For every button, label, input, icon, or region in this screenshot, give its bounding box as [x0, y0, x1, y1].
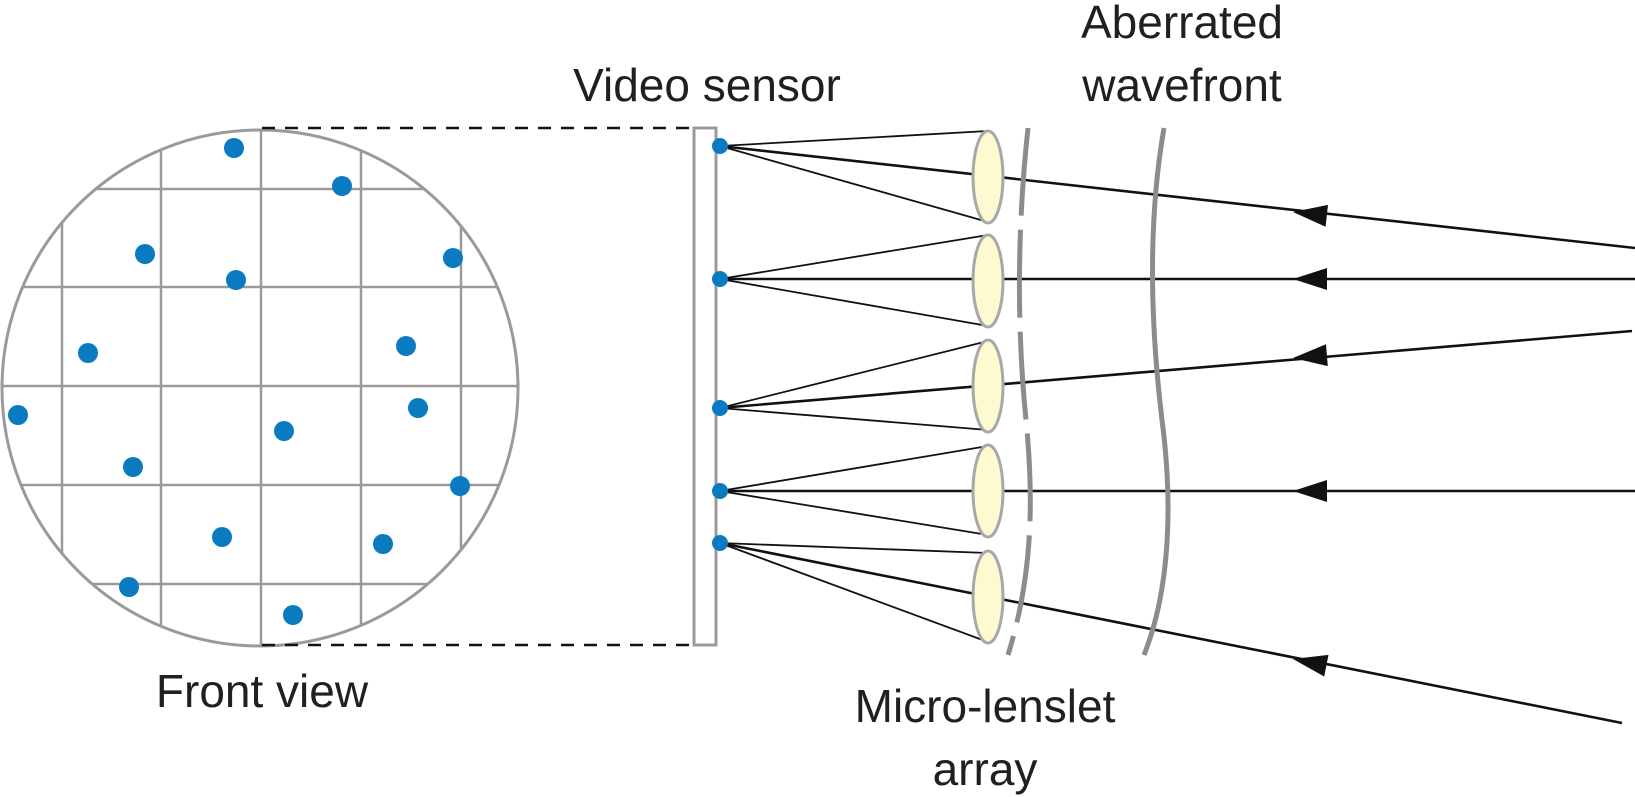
- front-view-spots: [8, 138, 470, 625]
- spot: [450, 476, 470, 496]
- spot: [135, 244, 155, 264]
- sensor-spot: [712, 483, 728, 499]
- sensor-spot: [712, 138, 728, 154]
- spot: [373, 534, 393, 554]
- spot: [212, 527, 232, 547]
- lenslet: [971, 129, 1005, 225]
- lenslet: [971, 549, 1005, 645]
- lenslet: [971, 338, 1005, 434]
- aberrated-wavefront-label-line1: Aberrated: [1081, 0, 1283, 48]
- video-sensor-label: Video sensor: [573, 59, 841, 111]
- spot: [283, 605, 303, 625]
- projection-lines: [262, 126, 693, 647]
- aberrated-wavefront-near: [1005, 127, 1033, 656]
- spot: [226, 270, 246, 290]
- focus-cones: [719, 130, 989, 643]
- ray-arrowheads: [1293, 204, 1329, 677]
- micro-lenslet-label-line1: Micro-lenslet: [855, 680, 1116, 732]
- spot: [78, 343, 98, 363]
- micro-lenslet-label-line2: array: [933, 743, 1038, 795]
- spot: [123, 457, 143, 477]
- sensor-spot: [712, 271, 728, 287]
- spot: [119, 577, 139, 597]
- spot: [408, 398, 428, 418]
- spot: [224, 138, 244, 158]
- spot: [443, 248, 463, 268]
- sensor-spot: [712, 535, 728, 551]
- aberrated-wavefront-far: [1141, 127, 1171, 656]
- sensor-spot: [712, 400, 728, 416]
- spot: [332, 176, 352, 196]
- incoming-rays: [719, 144, 1635, 725]
- micro-lenslet-array: [971, 129, 1005, 645]
- aberrated-wavefront-label-line2: wavefront: [1081, 59, 1282, 111]
- lenslet: [971, 233, 1005, 329]
- lenslet: [971, 443, 1005, 539]
- video-sensor-plate: [692, 126, 718, 647]
- sensor-spots: [712, 138, 728, 551]
- spot: [8, 405, 28, 425]
- spot: [274, 421, 294, 441]
- spot: [396, 336, 416, 356]
- front-view-label: Front view: [156, 665, 369, 717]
- front-view-circle: [0, 128, 520, 648]
